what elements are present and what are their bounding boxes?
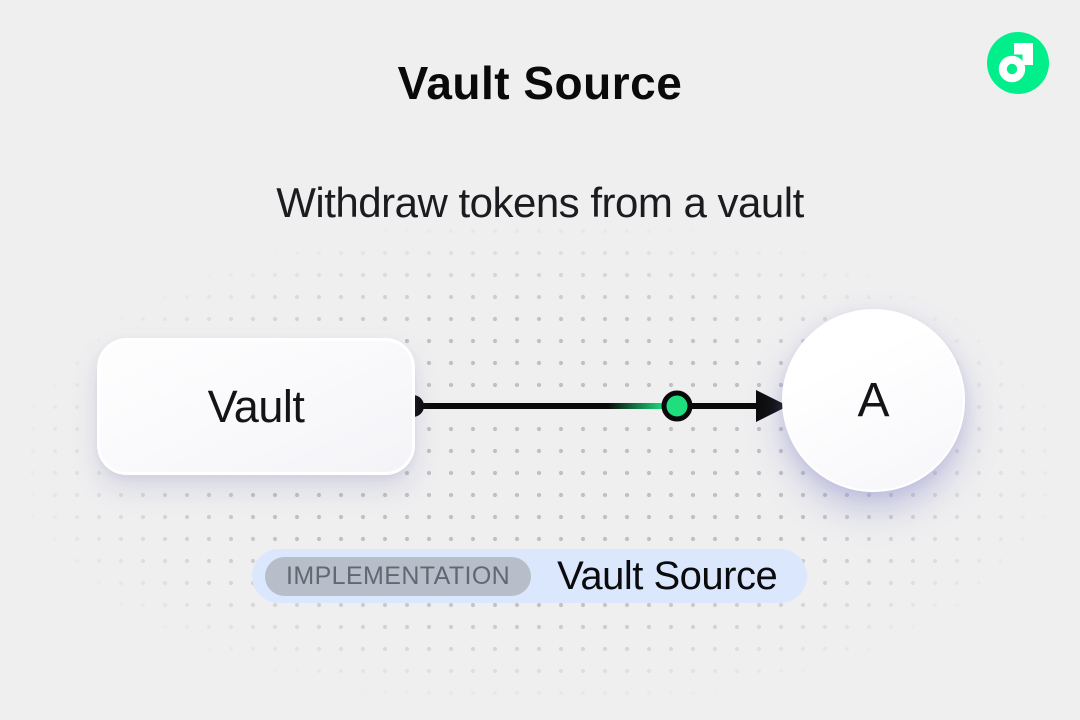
implementation-tag: IMPLEMENTATION <box>265 556 532 596</box>
implementation-badge: IMPLEMENTATION Vault Source <box>252 549 807 603</box>
flow-logo-ring <box>998 55 1026 83</box>
flow-logo-top-bar <box>1014 43 1033 55</box>
badge-label: Vault Source <box>557 553 778 598</box>
flow-logo-icon <box>987 32 1049 94</box>
vault-node-label: Vault <box>207 380 305 432</box>
account-node: A <box>782 309 965 492</box>
page-title: Vault Source <box>397 57 683 109</box>
flow-logo-cross-bar <box>1022 54 1033 65</box>
vault-node: Vault <box>97 338 415 475</box>
account-node-label: A <box>857 374 890 427</box>
page-subtitle: Withdraw tokens from a vault <box>276 179 804 226</box>
